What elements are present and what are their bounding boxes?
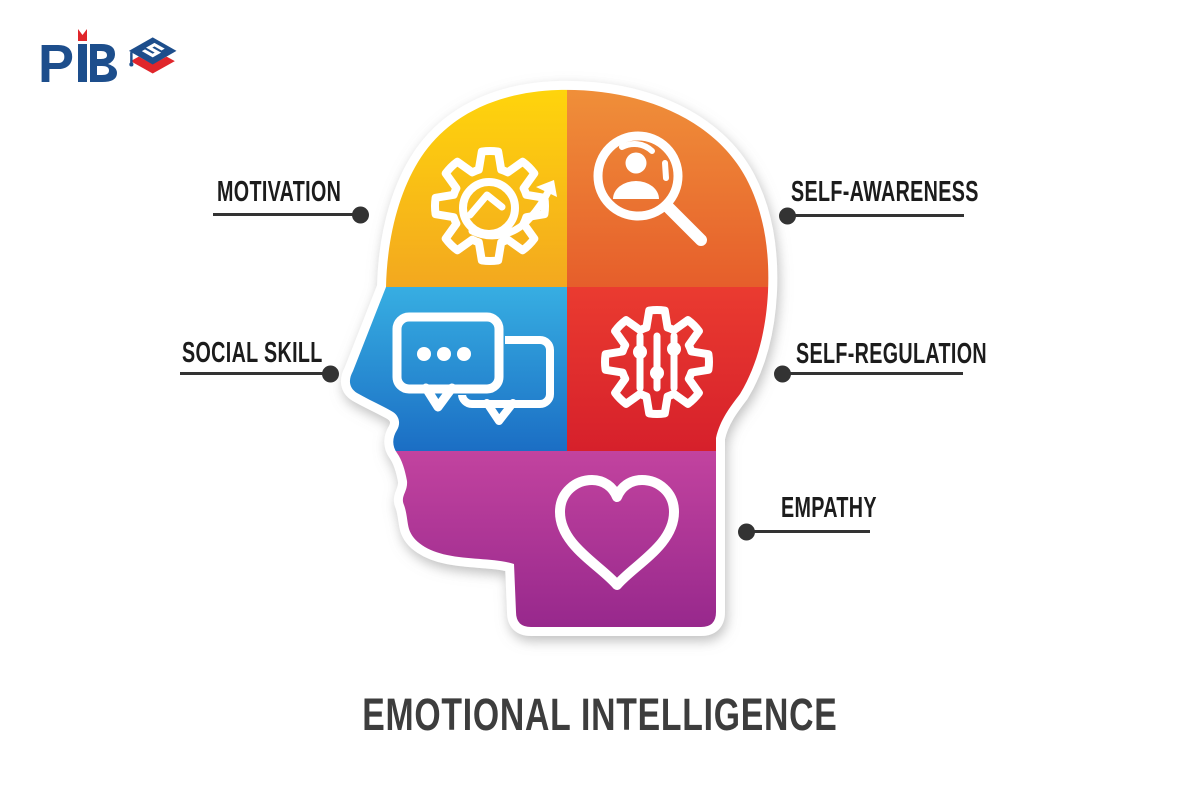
label-self-awareness: SELF-AWARENESS: [791, 176, 979, 208]
logo-letter-b-bowls: [90, 44, 117, 82]
label-self-regulation: SELF-REGULATION: [796, 338, 987, 370]
gear-sliders-icon: [601, 306, 713, 418]
head-icons: [392, 131, 713, 590]
connector-dot: [779, 207, 796, 224]
connector-self-regulation: [774, 365, 963, 382]
connector-dot: [322, 365, 339, 382]
connector-dot: [774, 365, 791, 382]
logo-letter-stem: [78, 44, 87, 82]
logo-letter-p: P: [38, 34, 74, 94]
page-title: EMOTIONAL INTELLIGENCE: [362, 689, 838, 740]
logo-red-m-accent: [78, 29, 87, 41]
gear-growth-arrow-icon: [430, 146, 557, 266]
cap-s-mark: [141, 42, 165, 58]
brand-logo: P: [38, 24, 188, 101]
connector-dot: [352, 206, 369, 223]
connector-empathy: [738, 523, 870, 540]
cap-base: [130, 56, 175, 74]
connector-self-awareness: [779, 207, 964, 224]
chat-bubbles-icon: [392, 312, 554, 425]
connector-dot: [738, 523, 755, 540]
label-motivation: MOTIVATION: [217, 176, 342, 208]
connector-motivation: [213, 206, 369, 223]
label-empathy: EMPATHY: [781, 492, 877, 524]
head-quadrants: [349, 89, 769, 627]
brand-logo-graphic: P: [38, 29, 177, 94]
magnifier-person-icon: [593, 131, 707, 246]
label-social-skill: SOCIAL SKILL: [182, 337, 323, 369]
heart-icon: [555, 475, 679, 590]
connector-social-skill: [180, 365, 339, 382]
